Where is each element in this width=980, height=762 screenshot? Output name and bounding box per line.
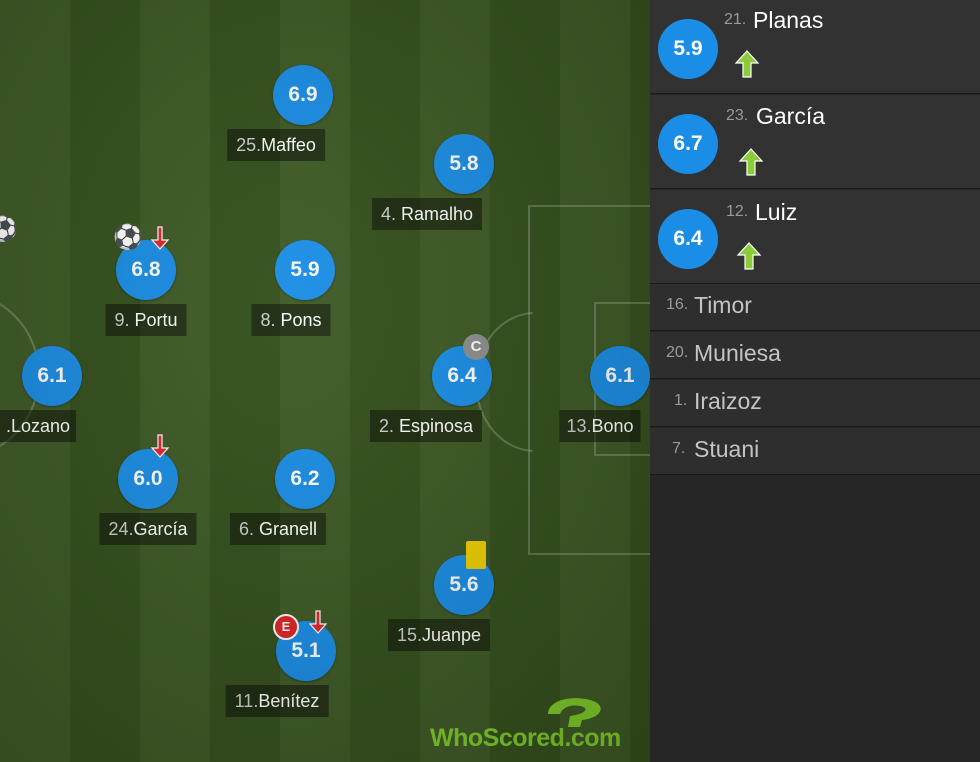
- sub-rating: 5.9: [658, 19, 718, 79]
- player-label: 13.Bono: [559, 410, 641, 442]
- player-number: 13.: [566, 416, 592, 436]
- whoscored-logo: WhoScored.com: [430, 696, 640, 756]
- sub-name: García: [756, 103, 826, 129]
- sub-name: Timor: [694, 292, 752, 318]
- yellow-card-icon: [466, 541, 486, 569]
- player-rating: 6.9: [273, 65, 333, 125]
- sub-number: 12.: [726, 203, 749, 220]
- sub-number: 20.: [666, 344, 689, 361]
- logo-question-mark-icon: [548, 698, 601, 727]
- sub-rating: 6.7: [658, 114, 718, 174]
- sub-row-planas[interactable]: 5.9 21. Planas: [650, 0, 980, 94]
- player-number: 8.: [260, 310, 276, 330]
- player-number: 2.: [378, 416, 394, 436]
- sub-on-arrow-icon: [734, 50, 760, 78]
- sub-row-timor[interactable]: 16. Timor: [650, 284, 980, 331]
- sub-rating: 6.4: [658, 209, 718, 269]
- player-name: Espinosa: [398, 416, 474, 436]
- substitutes-panel: 5.9 21. Planas 6.7 23. García 6.4 12. Lu…: [650, 0, 980, 762]
- player-number: 15.: [396, 625, 422, 645]
- sub-number: 1.: [674, 392, 688, 409]
- player-name: García: [133, 519, 188, 539]
- sub-off-arrow-icon: [150, 226, 170, 250]
- player-name: Ramalho: [400, 204, 474, 224]
- goal-ball-icon: ⚽: [113, 224, 143, 251]
- sub-off-arrow-icon: [308, 610, 328, 634]
- sub-name: Planas: [753, 7, 824, 33]
- player-label: 2. Espinosa: [369, 410, 483, 442]
- player-rating: 5.8: [434, 134, 494, 194]
- player-label: 6. Granell: [229, 513, 327, 545]
- player-rating: 6.2: [275, 449, 335, 509]
- player-name: Pons: [280, 310, 322, 330]
- player-number: 4.: [380, 204, 396, 224]
- player-number: 11.: [234, 691, 259, 711]
- player-rating: 6.1: [590, 346, 650, 406]
- player-number: 24.: [108, 519, 134, 539]
- player-label: 24.García: [99, 513, 197, 545]
- player-number: 9.: [114, 310, 130, 330]
- player-label: 25.Maffeo: [227, 129, 325, 161]
- sub-off-arrow-icon: [150, 434, 170, 458]
- logo-text: WhoScored.com: [430, 724, 621, 752]
- sub-name: Stuani: [694, 436, 760, 462]
- player-label: .Lozano: [0, 410, 77, 442]
- captain-badge-icon: C: [463, 334, 489, 360]
- player-label: 8. Pons: [251, 304, 331, 336]
- sub-number: 21.: [724, 11, 747, 28]
- player-label: 15.Juanpe: [387, 619, 491, 651]
- sub-row-garcia-23[interactable]: 6.7 23. García: [650, 95, 980, 189]
- sub-row-luiz[interactable]: 6.4 12. Luiz: [650, 190, 980, 284]
- player-rating: 6.8: [116, 240, 176, 300]
- sub-name: Iraizoz: [694, 388, 762, 414]
- sub-row-iraizoz[interactable]: 1. Iraizoz: [650, 380, 980, 427]
- sub-row-stuani[interactable]: 7. Stuani: [650, 428, 980, 475]
- player-rating: 6.0: [118, 449, 178, 509]
- sub-row-muniesa[interactable]: 20. Muniesa: [650, 332, 980, 379]
- player-name: Benítez: [258, 691, 320, 711]
- sub-on-arrow-icon: [738, 148, 764, 176]
- player-name: Portu: [134, 310, 178, 330]
- player-label: 11.Benítez: [225, 685, 329, 717]
- error-badge-icon: E: [273, 614, 299, 640]
- player-rating: 6.4: [432, 346, 492, 406]
- player-name: Maffeo: [261, 135, 316, 155]
- sub-number: 7.: [672, 440, 686, 457]
- player-name: Bono: [591, 416, 634, 436]
- player-name: Juanpe: [421, 625, 482, 645]
- goal-ball-icon: ⚽: [0, 216, 18, 243]
- sub-on-arrow-icon: [736, 242, 762, 270]
- sub-number: 23.: [726, 107, 749, 124]
- player-number: 25.: [236, 135, 262, 155]
- player-name: .Lozano: [5, 416, 71, 436]
- player-rating: 6.1: [22, 346, 82, 406]
- pitch: 6.1 .Lozano ⚽ 6.8 9. Portu ⚽ 6.0 24.Garc…: [0, 0, 650, 762]
- sub-name: Luiz: [755, 199, 798, 225]
- player-label: 9. Portu: [105, 304, 187, 336]
- sub-name: Muniesa: [694, 340, 781, 366]
- player-label: 4. Ramalho: [371, 198, 483, 230]
- player-name: Granell: [259, 519, 318, 539]
- player-rating: 5.9: [275, 240, 335, 300]
- sub-number: 16.: [666, 296, 689, 313]
- player-number: 6.: [238, 519, 254, 539]
